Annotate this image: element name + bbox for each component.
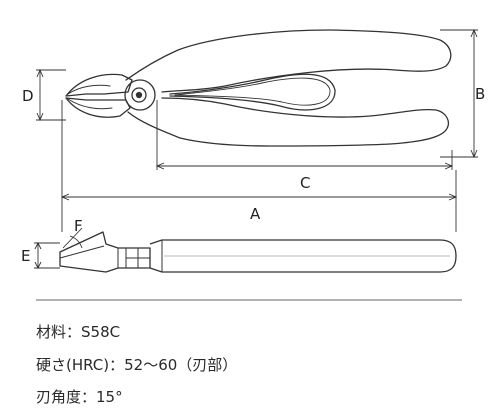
lower-jaw [65,97,131,118]
pivot-center [135,91,143,99]
plier-side-view [59,231,457,273]
spec-blade-angle: 刃角度：15° [36,388,123,406]
dim-label-d: D [22,87,34,105]
upper-handle [125,29,452,93]
pivot-outer [124,79,156,111]
dim-label-a: A [250,205,261,223]
spring-wire [169,73,336,111]
dim-label-f: F [74,217,83,235]
plier-top-view [65,29,452,147]
dimension-lines [34,28,478,270]
dim-label-c: C [300,174,310,192]
dim-label-b: B [475,85,485,103]
dim-label-e: E [21,247,30,265]
spec-hardness: 硬さ(HRC)：52〜60（刃部） [36,356,238,374]
spec-material: 材料：S58C [36,323,121,341]
jaw-tip-detail [67,84,113,110]
lower-handle [127,97,450,147]
side-handle [149,239,457,273]
upper-jaw [65,73,133,97]
spring-wire-inner [174,77,331,106]
